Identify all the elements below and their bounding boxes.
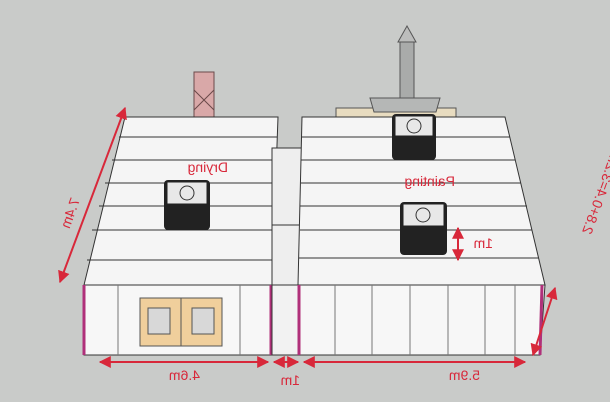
height-arrow [530,286,558,357]
painting-room [297,116,546,356]
depth-label: 7.4m [57,196,83,231]
depth-arrow [58,106,127,284]
fan-unit-icon [400,202,447,255]
painting-label: Painting [404,173,455,189]
drying-width-label: 4.6m [169,367,200,383]
height-label: 2.8+0.4=3.2m [579,150,610,237]
painting-width-label: 5.9m [449,367,480,383]
fan-unit-icon [392,114,436,160]
gap-width-label: 1m [281,372,300,388]
drying-label: Drying [188,159,228,175]
drying-room [82,116,279,356]
drying-door [139,297,223,347]
drying-chimney [193,71,215,119]
fan-height-label: 1m [474,235,493,251]
exhaust-pipe [335,24,457,119]
fan-unit-icon [164,180,210,230]
